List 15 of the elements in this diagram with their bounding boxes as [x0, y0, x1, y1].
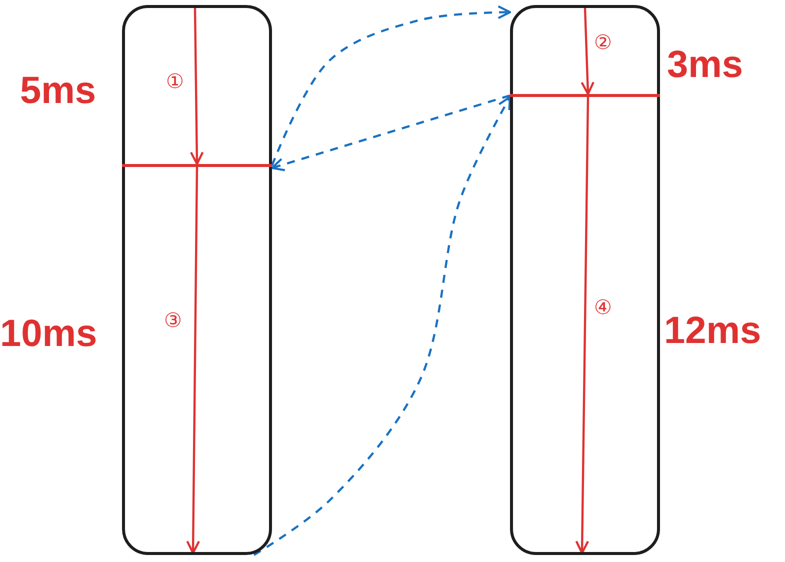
column-box [510, 5, 660, 555]
arrow [270, 94, 510, 172]
divider-line [122, 164, 272, 167]
divider-line [510, 94, 660, 97]
duration-label: 10ms [0, 315, 98, 353]
duration-label: 3ms [667, 46, 744, 84]
arrow [253, 96, 512, 556]
column-box [122, 5, 272, 555]
arrow [270, 5, 512, 166]
duration-label: 5ms [20, 72, 96, 110]
arrow [580, 8, 594, 96]
duration-label: 12ms [664, 312, 762, 350]
arrow [575, 96, 590, 554]
arrow [190, 8, 204, 166]
arrow [186, 166, 200, 554]
